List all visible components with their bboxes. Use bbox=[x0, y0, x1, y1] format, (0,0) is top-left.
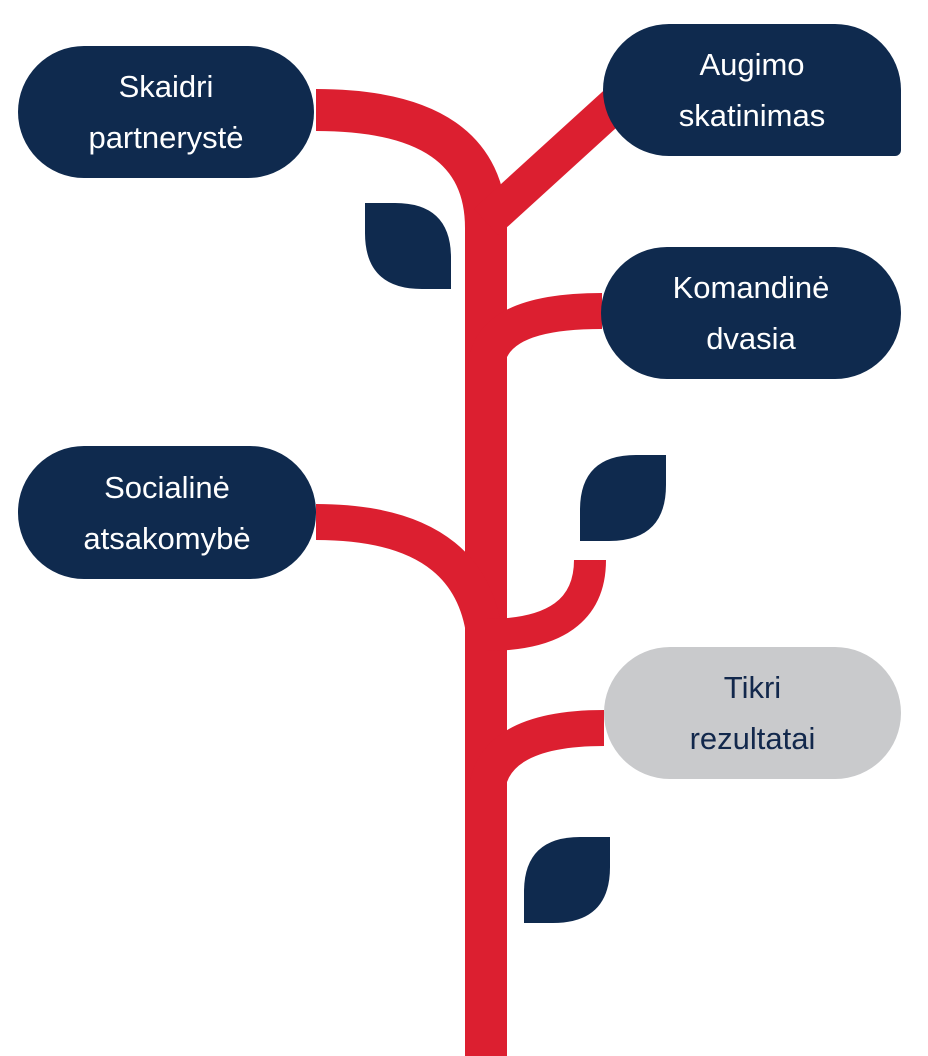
node-label-line: Skaidri bbox=[118, 69, 214, 104]
node-tikri-rezultatai: Tikri rezultatai bbox=[604, 647, 901, 779]
node-label-line: rezultatai bbox=[689, 721, 816, 756]
leaves bbox=[365, 203, 666, 923]
node-socialine-atsakomybe: Socialinė atsakomybė bbox=[18, 446, 316, 579]
node-label-line: Komandinė bbox=[672, 270, 830, 305]
leaf-icon bbox=[580, 455, 666, 541]
branch-curl bbox=[485, 559, 606, 651]
node-label-line: skatinimas bbox=[678, 98, 826, 133]
leaf-icon bbox=[524, 837, 610, 923]
branch-komandine bbox=[468, 293, 603, 372]
node-label-line: partnerystė bbox=[88, 120, 244, 155]
node-label-line: atsakomybė bbox=[83, 520, 251, 556]
node-label-line: Socialinė bbox=[104, 469, 230, 505]
node-skaidri-partneryste: Skaidri partnerystė bbox=[18, 46, 314, 178]
branch-socialine bbox=[315, 504, 504, 661]
branch-tikri bbox=[468, 710, 605, 801]
leaf-icon bbox=[365, 203, 451, 289]
node-label-line: dvasia bbox=[706, 321, 796, 356]
branch-augimo bbox=[473, 86, 633, 236]
node-label-line: Tikri bbox=[723, 670, 782, 705]
tree-stem bbox=[315, 86, 633, 1056]
node-label-line: Augimo bbox=[699, 47, 805, 82]
node-komandine-dvasia: Komandinė dvasia bbox=[601, 247, 901, 379]
node-augimo-skatinimas: Augimo skatinimas bbox=[603, 24, 901, 156]
